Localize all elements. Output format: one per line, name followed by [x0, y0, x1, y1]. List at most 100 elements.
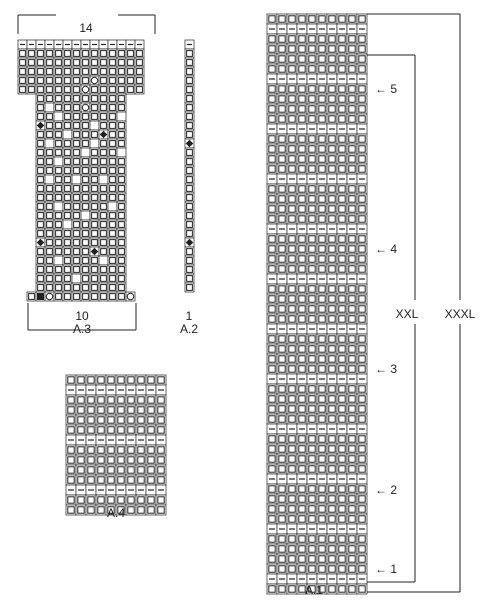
knit-stitch-symbol	[358, 385, 366, 393]
knit-stitch-symbol	[46, 239, 53, 246]
knit-stitch-symbol	[109, 266, 116, 273]
knit-stitch-symbol	[328, 295, 336, 303]
knit-stitch-symbol	[73, 95, 80, 102]
knit-stitch-symbol	[348, 515, 356, 523]
knit-stitch-symbol	[278, 395, 286, 403]
knit-stitch-symbol	[358, 585, 366, 593]
diamond-stitch-symbol	[185, 139, 194, 148]
knit-stitch-symbol	[109, 77, 116, 84]
knit-stitch-symbol	[268, 565, 276, 573]
knit-stitch-symbol	[64, 149, 71, 156]
knit-stitch-symbol	[278, 555, 286, 563]
knit-stitch-symbol	[186, 68, 193, 75]
knit-stitch-symbol	[348, 385, 356, 393]
knit-stitch-symbol	[46, 158, 53, 165]
knit-stitch-symbol	[338, 145, 346, 153]
knit-stitch-symbol	[186, 221, 193, 228]
knit-stitch-symbol	[82, 113, 89, 120]
knit-stitch-symbol	[298, 45, 306, 53]
knit-stitch-symbol	[82, 158, 89, 165]
knit-stitch-symbol	[308, 155, 316, 163]
knit-stitch-symbol	[358, 195, 366, 203]
knit-stitch-symbol	[97, 406, 105, 414]
knit-stitch-symbol	[318, 335, 326, 343]
knit-stitch-symbol	[348, 445, 356, 453]
knit-stitch-symbol	[318, 435, 326, 443]
knit-stitch-symbol	[268, 585, 276, 593]
knit-stitch-symbol	[100, 140, 107, 147]
knit-stitch-symbol	[338, 435, 346, 443]
knit-stitch-symbol	[318, 285, 326, 293]
knit-stitch-symbol	[288, 195, 296, 203]
knit-stitch-symbol	[82, 131, 89, 138]
knit-stitch-symbol	[118, 230, 125, 237]
knit-stitch-symbol	[100, 203, 107, 210]
knit-stitch-symbol	[328, 55, 336, 63]
knit-stitch-symbol	[127, 77, 134, 84]
knit-stitch-symbol	[278, 345, 286, 353]
knit-stitch-symbol	[308, 335, 316, 343]
knit-stitch-symbol	[46, 266, 53, 273]
knit-stitch-symbol	[288, 365, 296, 373]
knit-stitch-symbol	[288, 115, 296, 123]
knit-stitch-symbol	[268, 145, 276, 153]
knit-stitch-symbol	[268, 235, 276, 243]
knit-stitch-symbol	[348, 295, 356, 303]
knit-stitch-symbol	[288, 165, 296, 173]
knit-stitch-symbol	[358, 45, 366, 53]
knit-stitch-symbol	[64, 176, 71, 183]
knit-stitch-symbol	[109, 140, 116, 147]
knit-stitch-symbol	[298, 465, 306, 473]
knit-stitch-symbol	[348, 285, 356, 293]
knit-stitch-symbol	[100, 86, 107, 93]
knit-stitch-symbol	[127, 426, 135, 434]
knit-stitch-symbol	[73, 167, 80, 174]
knit-stitch-symbol	[278, 335, 286, 343]
knit-stitch-symbol	[338, 65, 346, 73]
a1-marker-1: ← 1	[375, 562, 398, 576]
knit-stitch-symbol	[46, 248, 53, 255]
knit-stitch-symbol	[117, 496, 125, 504]
knit-stitch-symbol	[77, 496, 85, 504]
knit-stitch-symbol	[318, 505, 326, 513]
knit-stitch-symbol	[109, 131, 116, 138]
knit-stitch-symbol	[318, 145, 326, 153]
knit-stitch-symbol	[37, 149, 44, 156]
knit-stitch-symbol	[55, 104, 62, 111]
knit-stitch-symbol	[91, 59, 98, 66]
knit-stitch-symbol	[117, 456, 125, 464]
knit-stitch-symbol	[19, 77, 26, 84]
a3-cell	[53, 255, 64, 266]
knit-stitch-symbol	[358, 295, 366, 303]
knit-stitch-symbol	[46, 86, 53, 93]
knit-stitch-symbol	[268, 115, 276, 123]
a3-cell	[44, 174, 55, 185]
knit-stitch-symbol	[278, 245, 286, 253]
knit-stitch-symbol	[100, 221, 107, 228]
knit-stitch-symbol	[37, 275, 44, 282]
knit-stitch-symbol	[64, 59, 71, 66]
knit-stitch-symbol	[118, 194, 125, 201]
knit-stitch-symbol	[338, 535, 346, 543]
knit-stitch-symbol	[288, 315, 296, 323]
knit-stitch-symbol	[288, 555, 296, 563]
knit-stitch-symbol	[97, 466, 105, 474]
knit-stitch-symbol	[358, 235, 366, 243]
knit-stitch-symbol	[268, 165, 276, 173]
knit-stitch-symbol	[348, 235, 356, 243]
knit-stitch-symbol	[186, 131, 193, 138]
knit-stitch-symbol	[19, 68, 26, 75]
knit-stitch-symbol	[358, 335, 366, 343]
knit-stitch-symbol	[91, 158, 98, 165]
knit-stitch-symbol	[288, 465, 296, 473]
knit-stitch-symbol	[91, 194, 98, 201]
knit-stitch-symbol	[358, 65, 366, 73]
knit-stitch-symbol	[278, 215, 286, 223]
knit-stitch-symbol	[64, 122, 71, 129]
knit-stitch-symbol	[308, 165, 316, 173]
knit-stitch-symbol	[100, 104, 107, 111]
knit-stitch-symbol	[87, 476, 95, 484]
knit-stitch-symbol	[338, 505, 346, 513]
knit-stitch-symbol	[328, 535, 336, 543]
knit-stitch-symbol	[37, 167, 44, 174]
